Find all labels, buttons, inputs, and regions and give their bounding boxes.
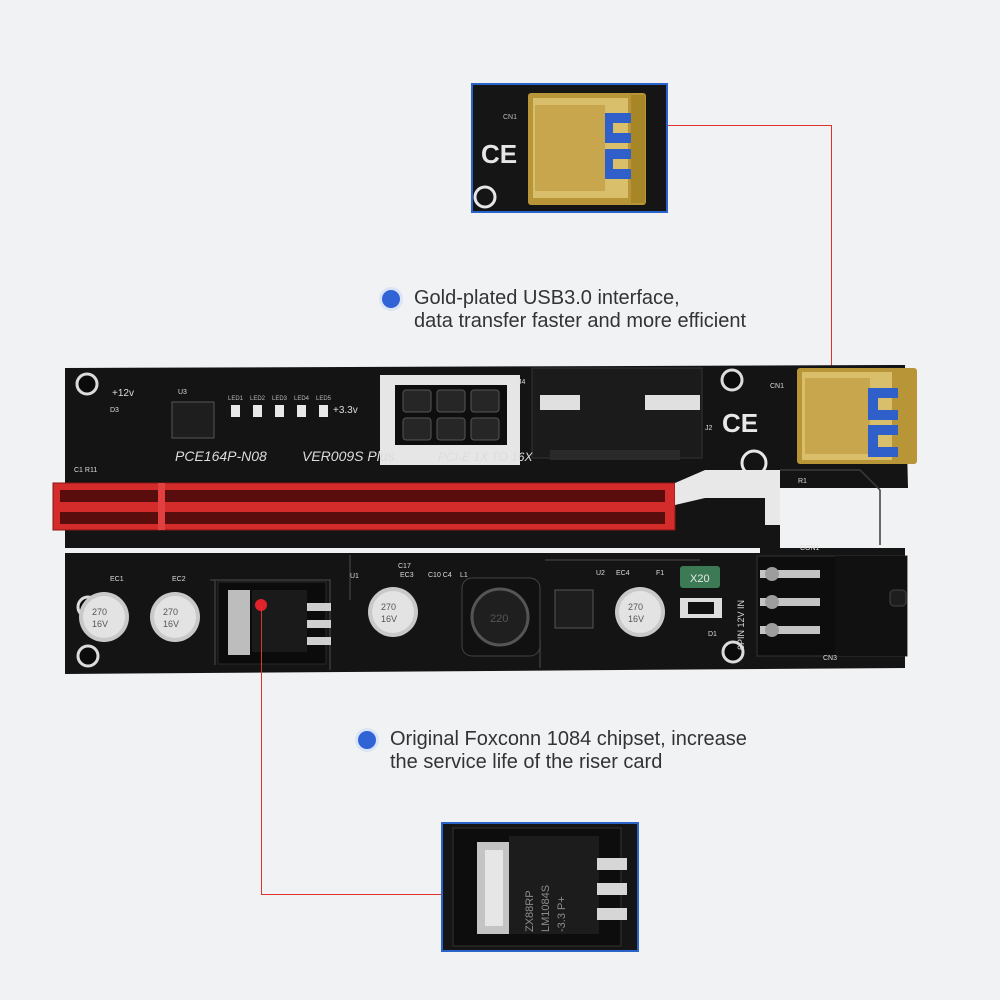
label-j2: J2 [705, 425, 713, 432]
chip-closeup-photo: ZX88RP LM1084S -3.3 P+ [441, 822, 639, 952]
label-ec4: EC4 [616, 570, 630, 577]
cap1-voltage: 16V [92, 619, 108, 629]
led2-label: LED2 [250, 396, 266, 402]
label-j4: J4 [518, 379, 526, 386]
led3-label: LED3 [272, 396, 288, 402]
chip-marking-line1: ZX88RP [524, 890, 536, 932]
usb-blue-insert-top [605, 113, 631, 143]
power-connector-6pin-top [380, 375, 520, 465]
label-cn1: CN1 [770, 383, 784, 390]
usb-closeup-ce-mark: CE [481, 139, 517, 169]
label-d3: D3 [110, 407, 119, 414]
cap4-value: 270 [628, 602, 643, 612]
label-33v: +3.3v [333, 405, 358, 416]
chip-u2 [554, 589, 594, 629]
label-cn3: CN3 [823, 655, 837, 662]
label-ec3: EC3 [400, 572, 414, 579]
usb-closeup-mark-icon [473, 185, 497, 209]
board-ce-mark: CE [722, 408, 758, 438]
label-u2: U2 [596, 570, 605, 577]
label-d1: D1 [708, 631, 717, 638]
usb-blue-insert-bottom [605, 149, 631, 179]
cap2-value: 270 [163, 607, 178, 617]
label-ec1: EC1 [110, 576, 124, 583]
label-12v: +12v [112, 388, 134, 399]
regulator-body [509, 836, 599, 934]
usb-closeup-cn1-label: CN1 [503, 114, 517, 121]
usb-leader-horizontal [668, 125, 832, 126]
chip-callout-line2: the service life of the riser card [390, 751, 663, 773]
chip-marking-line2: LM1084S [540, 885, 552, 932]
usb-callout-line2: data transfer faster and more efficient [414, 310, 747, 332]
label-6pin-12v-in: 6PIN 12V IN [736, 600, 746, 650]
pcie-x16-slot [52, 470, 780, 531]
board-version-label: VER009S Plus [302, 448, 395, 464]
usb-leader-vertical [831, 125, 832, 413]
cap4-voltage: 16V [628, 614, 644, 624]
molex-connector [531, 367, 703, 460]
chip-leader-horizontal [261, 894, 441, 895]
fuse-label: X20 [690, 573, 710, 585]
label-u1: U1 [350, 573, 359, 580]
label-l1: L1 [460, 572, 468, 579]
led5-label: LED5 [316, 396, 332, 402]
led4-label: LED4 [294, 396, 310, 402]
label-u3: U3 [178, 389, 187, 396]
chip-closeup-illustration: ZX88RP LM1084S -3.3 P+ [443, 824, 637, 950]
usb-callout-line1: Gold-plated USB3.0 interface, [414, 287, 680, 309]
label-c1-r11: C1 R11 [74, 467, 97, 474]
power-connector-6pin-side [756, 555, 908, 657]
label-f1: F1 [656, 570, 664, 577]
board-model-label: PCE164P-N08 [175, 448, 267, 464]
chip-callout-line1: Original Foxconn 1084 chipset, increase [390, 728, 747, 750]
inductor [461, 577, 541, 657]
board-pcie-label: PCI-E 1X TO 16X [438, 450, 533, 464]
cap3-voltage: 16V [381, 614, 397, 624]
chip-callout: Original Foxconn 1084 chipset, increase … [358, 728, 747, 774]
label-con1: CON1 [800, 545, 820, 552]
fuse [680, 566, 720, 588]
cap1-value: 270 [92, 607, 107, 617]
usb-callout: Gold-plated USB3.0 interface, data trans… [382, 287, 746, 333]
cap3-value: 270 [381, 602, 396, 612]
chip-callout-bullet [358, 731, 376, 749]
usb-closeup-photo: CN1 CE [471, 83, 668, 213]
usb3-port [797, 368, 917, 464]
capacitors [79, 587, 665, 642]
inductor-value: 220 [490, 613, 508, 625]
usb-closeup-illustration: CN1 CE [473, 85, 666, 211]
chip-u3 [171, 401, 215, 439]
label-c17: C17 [398, 563, 411, 570]
label-r1: R1 [798, 478, 807, 485]
cap2-voltage: 16V [163, 619, 179, 629]
label-c10-c4: C10 C4 [428, 572, 452, 579]
led-row [231, 405, 328, 417]
board-mark-icon [740, 449, 768, 477]
usb-callout-bullet [382, 290, 400, 308]
led1-label: LED1 [228, 396, 244, 402]
chip-marking-line3: -3.3 P+ [556, 896, 568, 932]
voltage-regulator [217, 581, 331, 665]
chip-leader-vertical [261, 605, 262, 895]
label-ec2: EC2 [172, 576, 186, 583]
